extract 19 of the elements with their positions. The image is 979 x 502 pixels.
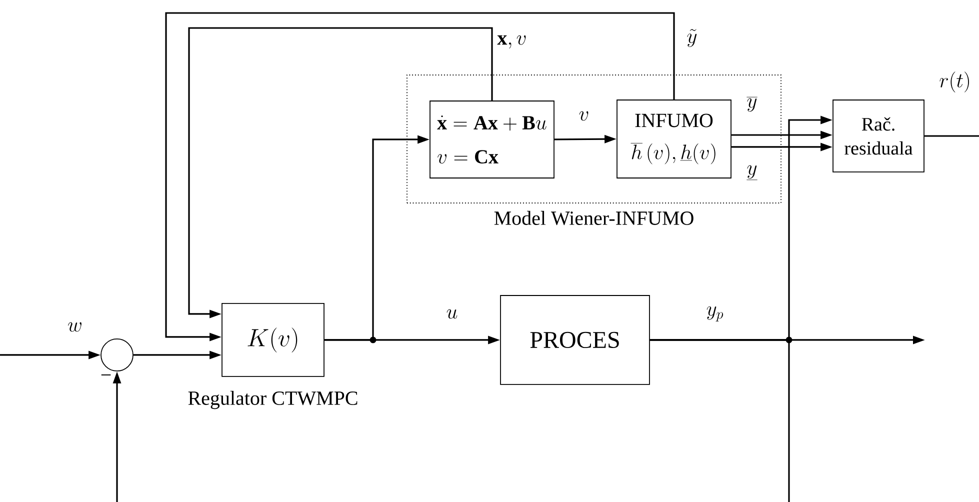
node-label: Model Wiener-INFUMO [494, 210, 694, 226]
block-box: $K(v)$ [222, 303, 324, 377]
edge-label: $r(t)$ [938, 70, 972, 94]
edge-label: $\mathbf{x}, v$ [496, 34, 528, 50]
edge-label: $v$ [578, 110, 590, 122]
sign-label: − [101, 374, 111, 376]
summing-junction [100, 338, 134, 372]
arrow [112, 339, 790, 502]
node-label: Regulator CTWMPC [188, 390, 358, 410]
edge-label: $y_{p}$ [705, 306, 725, 322]
block-box: Rač. residuala [832, 100, 924, 172]
block-box: INFUMO $\overline{h}\,(v), \underline{h}(v)$ [616, 100, 732, 178]
edge-label: $\underline{y}$ [746, 164, 758, 182]
edge-label: $\overline{y}$ [746, 96, 758, 112]
block-box: PROCES [500, 295, 650, 385]
edge-label: $\tilde{y}$ [686, 28, 698, 48]
edge-label: $u$ [445, 308, 459, 320]
edge-label: $w$ [66, 322, 84, 332]
equation-box: $\dot{\mathbf{x}} = \mathbf{A}\mathbf{x} + \mathbf{B}u$ $v = \mathbf{C}\mathbf{x}$ [430, 100, 554, 178]
